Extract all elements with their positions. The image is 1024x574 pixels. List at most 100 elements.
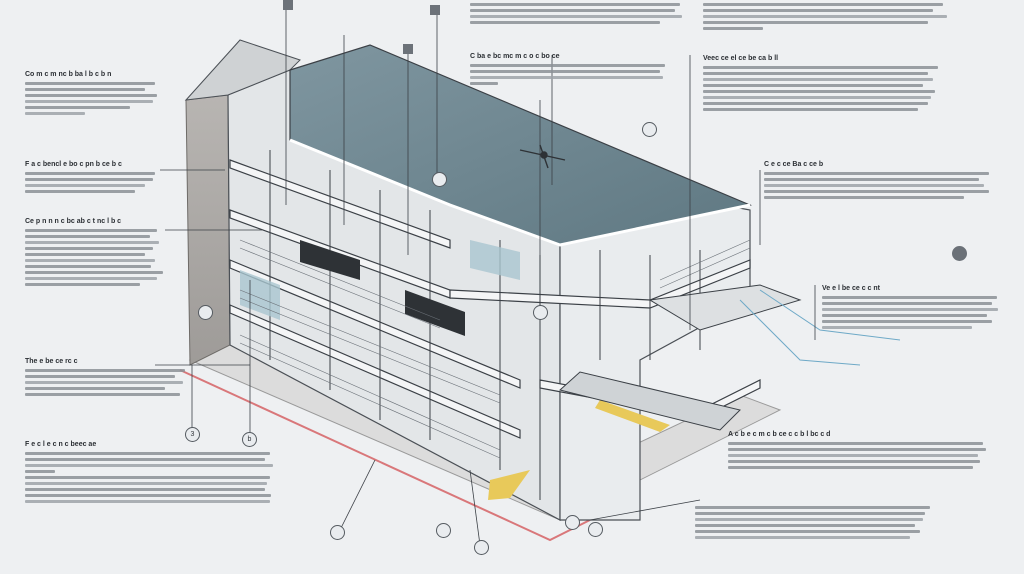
text-line-placeholder xyxy=(25,271,163,274)
text-line-placeholder xyxy=(25,488,265,491)
text-line-placeholder xyxy=(703,102,928,105)
annotation-heading: C ba e bc mc m c o c bo ce xyxy=(470,53,560,60)
text-line-placeholder xyxy=(695,518,923,521)
text-line-placeholder xyxy=(703,21,928,24)
leader-lines xyxy=(155,0,816,546)
text-line-placeholder xyxy=(25,452,270,455)
text-line-placeholder xyxy=(25,178,153,181)
text-line-placeholder xyxy=(25,247,153,250)
text-line-placeholder xyxy=(25,100,153,103)
yellow-accents xyxy=(488,400,670,500)
text-line-placeholder xyxy=(728,454,978,457)
text-line-placeholder xyxy=(764,172,989,175)
text-line-placeholder xyxy=(25,259,155,262)
annotation-top-2: C ba e bc mc m c o c bo ce xyxy=(470,52,670,88)
text-line-placeholder xyxy=(25,229,157,232)
text-line-placeholder xyxy=(822,326,972,329)
text-line-placeholder xyxy=(703,9,933,12)
terrace-balcony xyxy=(558,371,741,431)
services-lines xyxy=(739,289,901,366)
roof-parapet xyxy=(184,39,301,101)
annotation-heading: Co m c m nc b ba l b c b n xyxy=(25,71,112,78)
annotation-top-1 xyxy=(470,0,685,27)
annotation-right-4: A c b e c m c b ce c c b l bc c d xyxy=(728,430,993,472)
text-line-placeholder xyxy=(695,536,910,539)
callout-number-3: 3 xyxy=(185,427,200,442)
text-line-placeholder xyxy=(25,235,150,238)
text-line-placeholder xyxy=(822,308,998,311)
text-line-placeholder xyxy=(25,184,145,187)
text-line-placeholder xyxy=(470,9,675,12)
tag-marker xyxy=(430,5,440,15)
text-line-placeholder xyxy=(695,530,920,533)
text-line-placeholder xyxy=(728,448,986,451)
text-line-placeholder xyxy=(25,253,145,256)
text-line-placeholder xyxy=(703,108,918,111)
text-line-placeholder xyxy=(764,184,984,187)
tag-marker xyxy=(283,0,293,10)
callout-marker xyxy=(533,305,548,320)
annotation-left-3: Ce p n n n c bc ab c t nc l b c xyxy=(25,217,165,289)
text-line-placeholder xyxy=(25,190,135,193)
text-line-placeholder xyxy=(25,375,175,378)
text-line-placeholder xyxy=(764,190,989,193)
text-line-placeholder xyxy=(822,314,987,317)
annotation-heading: F a c bencl e bo c pn b ce b c xyxy=(25,161,122,168)
text-line-placeholder xyxy=(695,506,930,509)
text-line-placeholder xyxy=(703,78,933,81)
text-line-placeholder xyxy=(703,72,928,75)
callout-marker xyxy=(642,122,657,137)
text-line-placeholder xyxy=(470,64,665,67)
annotation-heading: A c b e c m c b ce c c b l bc c d xyxy=(728,431,831,438)
text-line-placeholder xyxy=(703,3,943,6)
text-line-placeholder xyxy=(25,82,155,85)
annotation-left-2: F a c bencl e bo c pn b ce b c xyxy=(25,160,160,196)
text-line-placeholder xyxy=(25,277,157,280)
annotation-right-1: Veec ce el ce be ca b ll xyxy=(703,54,943,114)
annotation-heading: C e c ce Ba c ce b xyxy=(764,161,824,168)
text-line-placeholder xyxy=(822,296,997,299)
annotation-heading: Ce p n n n c bc ab c t nc l b c xyxy=(25,218,122,225)
annotation-left-1: Co m c m nc b ba l b c b n xyxy=(25,70,160,118)
text-line-placeholder xyxy=(822,302,992,305)
text-line-placeholder xyxy=(25,241,159,244)
annotation-right-5 xyxy=(695,503,935,542)
railings xyxy=(239,239,751,459)
text-line-placeholder xyxy=(470,76,663,79)
roof-drone xyxy=(519,144,566,169)
annotation-heading: F e c l e c n c beec ae xyxy=(25,441,97,448)
text-line-placeholder xyxy=(728,442,983,445)
annotation-left-4: The e be ce rc c xyxy=(25,357,190,399)
annotation-heading: Veec ce el ce be ca b ll xyxy=(703,55,779,62)
callout-marker xyxy=(952,246,967,261)
text-line-placeholder xyxy=(703,27,763,30)
text-line-placeholder xyxy=(25,265,151,268)
text-line-placeholder xyxy=(25,369,185,372)
callout-marker xyxy=(436,523,451,538)
annotation-left-5: F e c l e c n c beec ae xyxy=(25,440,275,506)
text-line-placeholder xyxy=(470,70,660,73)
interior-panels xyxy=(300,240,465,336)
annotation-heading: The e be ce rc c xyxy=(25,358,78,365)
text-line-placeholder xyxy=(470,21,660,24)
text-line-placeholder xyxy=(470,82,498,85)
text-line-placeholder xyxy=(25,387,165,390)
text-line-placeholder xyxy=(764,196,964,199)
text-line-placeholder xyxy=(25,464,273,467)
text-line-placeholder xyxy=(703,15,947,18)
text-line-placeholder xyxy=(695,524,915,527)
text-line-placeholder xyxy=(703,66,938,69)
annotation-right-3: Ve e l be ce c c nt xyxy=(822,284,1002,332)
text-line-placeholder xyxy=(25,283,140,286)
text-line-placeholder xyxy=(25,482,267,485)
text-line-placeholder xyxy=(703,84,923,87)
text-line-placeholder xyxy=(728,460,980,463)
text-line-placeholder xyxy=(703,96,931,99)
callout-marker xyxy=(474,540,489,555)
text-line-placeholder xyxy=(25,393,180,396)
annotation-heading: Ve e l be ce c c nt xyxy=(822,285,880,292)
annotation-right-2: C e c ce Ba c ce b xyxy=(764,160,994,202)
text-line-placeholder xyxy=(25,106,130,109)
